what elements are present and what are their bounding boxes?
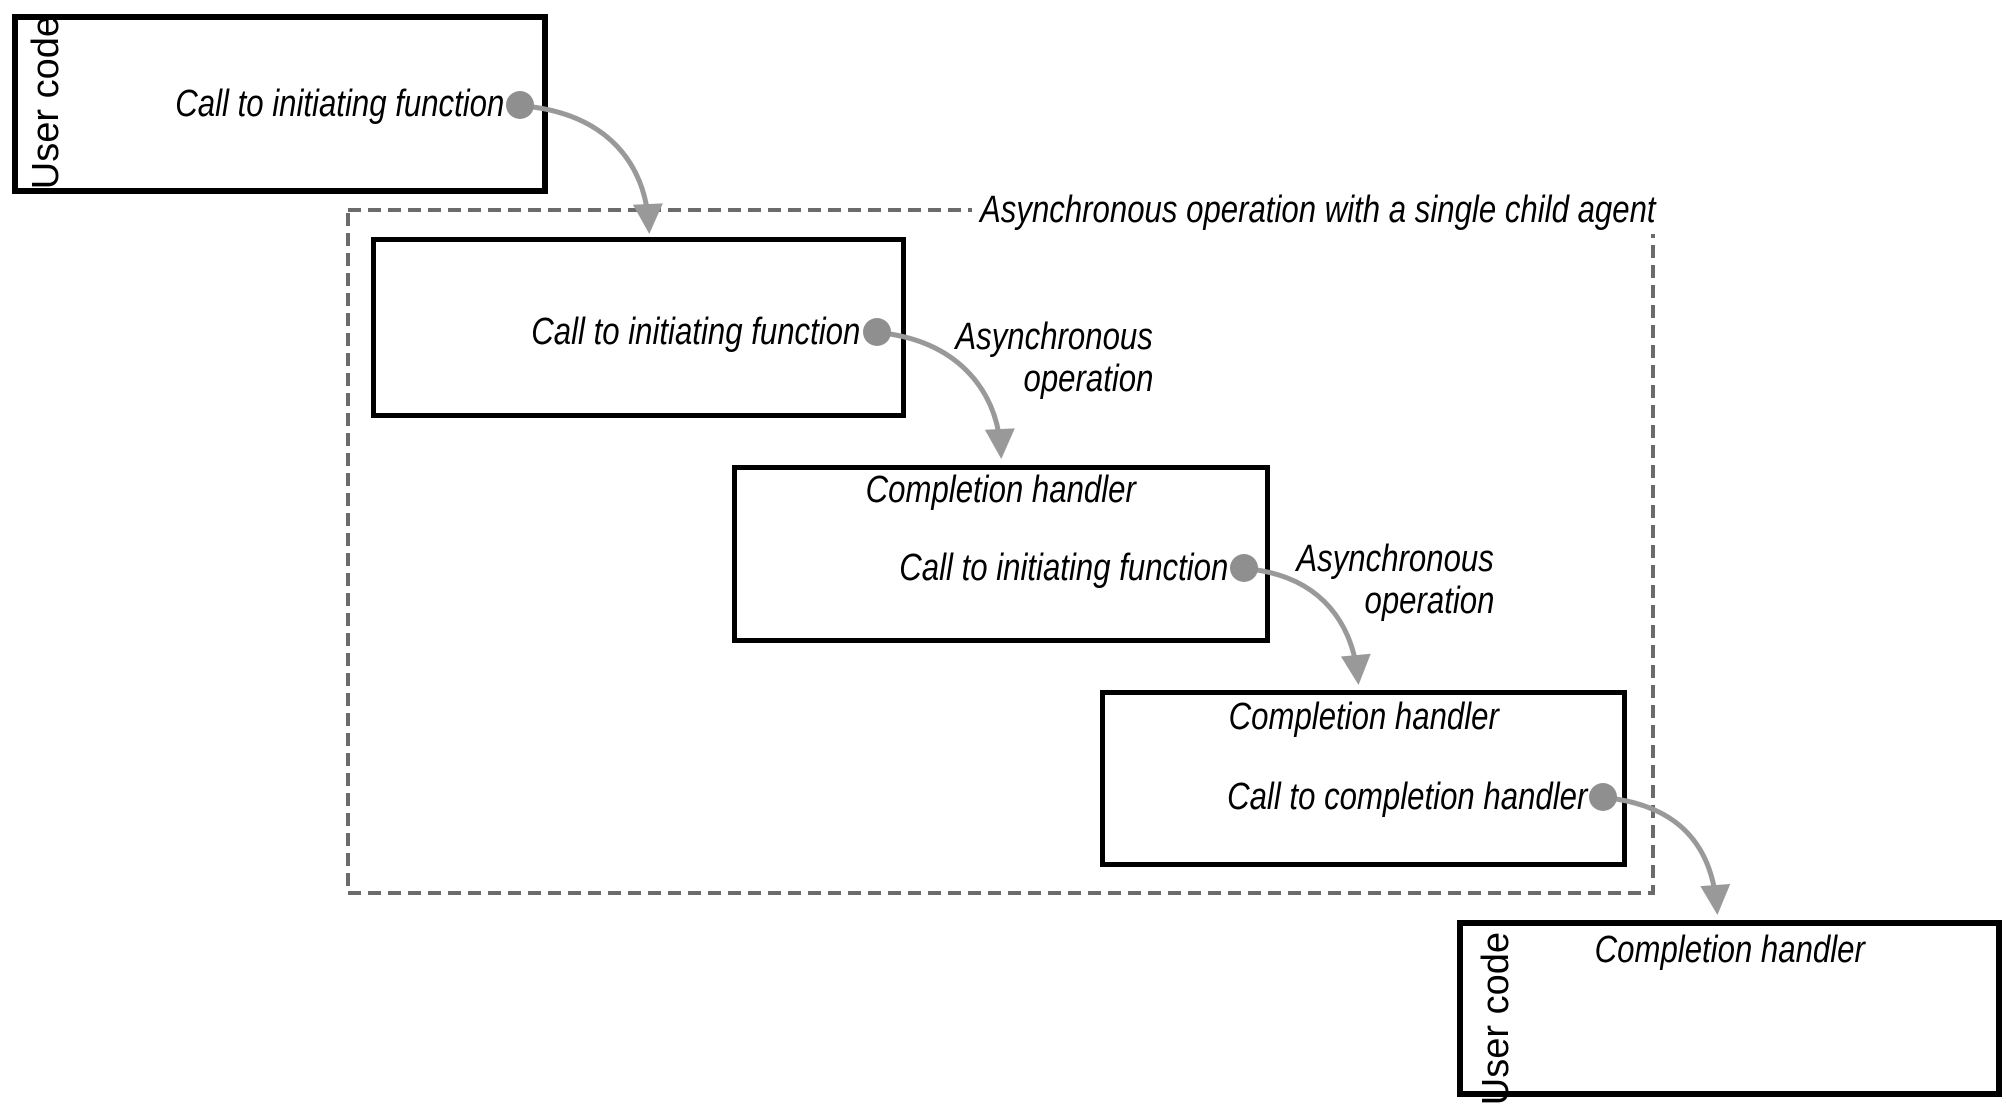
box-user-code-top: User code Call to initiating function bbox=[12, 14, 548, 194]
label-text: Call to initiating function bbox=[898, 547, 1228, 589]
call-to-initiating-function-label: Call to initiating function bbox=[103, 81, 504, 127]
async-group-label: Asynchronous operation with a single chi… bbox=[972, 186, 1812, 234]
label-line: Asynchronous bbox=[1253, 538, 1494, 580]
box-initiating-function: Call to initiating function bbox=[371, 237, 906, 418]
label-text: Completion handler bbox=[1594, 929, 1865, 971]
call-to-initiating-function-label: Call to initiating function bbox=[459, 309, 860, 355]
call-to-initiating-function-label: Call to initiating function bbox=[827, 545, 1228, 591]
label-text: Completion handler bbox=[1228, 696, 1499, 738]
box-completion-handler-2: Completion handler Call to completion ha… bbox=[1100, 690, 1627, 867]
call-origin-dot-4 bbox=[1589, 783, 1617, 811]
label-line: Asynchronous bbox=[912, 316, 1153, 358]
label-line: operation bbox=[1253, 580, 1494, 622]
label-text: Asynchronous bbox=[955, 316, 1153, 358]
call-to-completion-handler-label: Call to completion handler bbox=[1148, 774, 1587, 820]
label-text: Asynchronous operation with a single chi… bbox=[980, 189, 1656, 231]
box-completion-handler-1: Completion handler Call to initiating fu… bbox=[732, 465, 1270, 643]
async-operation-label-2: Asynchronous operation bbox=[1253, 538, 1494, 622]
call-origin-dot-3 bbox=[1230, 554, 1258, 582]
label-text: operation bbox=[1023, 358, 1153, 400]
call-origin-dot-1 bbox=[506, 91, 534, 119]
box-user-code-bottom: User code Completion handler bbox=[1457, 920, 2002, 1105]
label-line: operation bbox=[912, 358, 1153, 400]
label-text: Call to initiating function bbox=[530, 311, 860, 353]
label-text: Call to completion handler bbox=[1226, 776, 1587, 818]
label-text: operation bbox=[1364, 580, 1494, 622]
label-text: Completion handler bbox=[865, 469, 1137, 511]
async-arrow-1 bbox=[532, 104, 663, 234]
async-arrow-4 bbox=[1615, 796, 1731, 915]
completion-handler-label: Completion handler bbox=[1463, 927, 1996, 973]
async-arrow-2 bbox=[889, 331, 1015, 459]
async-operation-label-1: Asynchronous operation bbox=[912, 316, 1153, 400]
label-text: Asynchronous bbox=[1296, 538, 1494, 580]
call-origin-dot-2 bbox=[863, 318, 891, 346]
label-text: Call to initiating function bbox=[174, 83, 504, 125]
completion-handler-label: Completion handler bbox=[1105, 694, 1622, 740]
async-arrow-3 bbox=[1256, 567, 1371, 685]
completion-handler-label: Completion handler bbox=[737, 467, 1265, 513]
